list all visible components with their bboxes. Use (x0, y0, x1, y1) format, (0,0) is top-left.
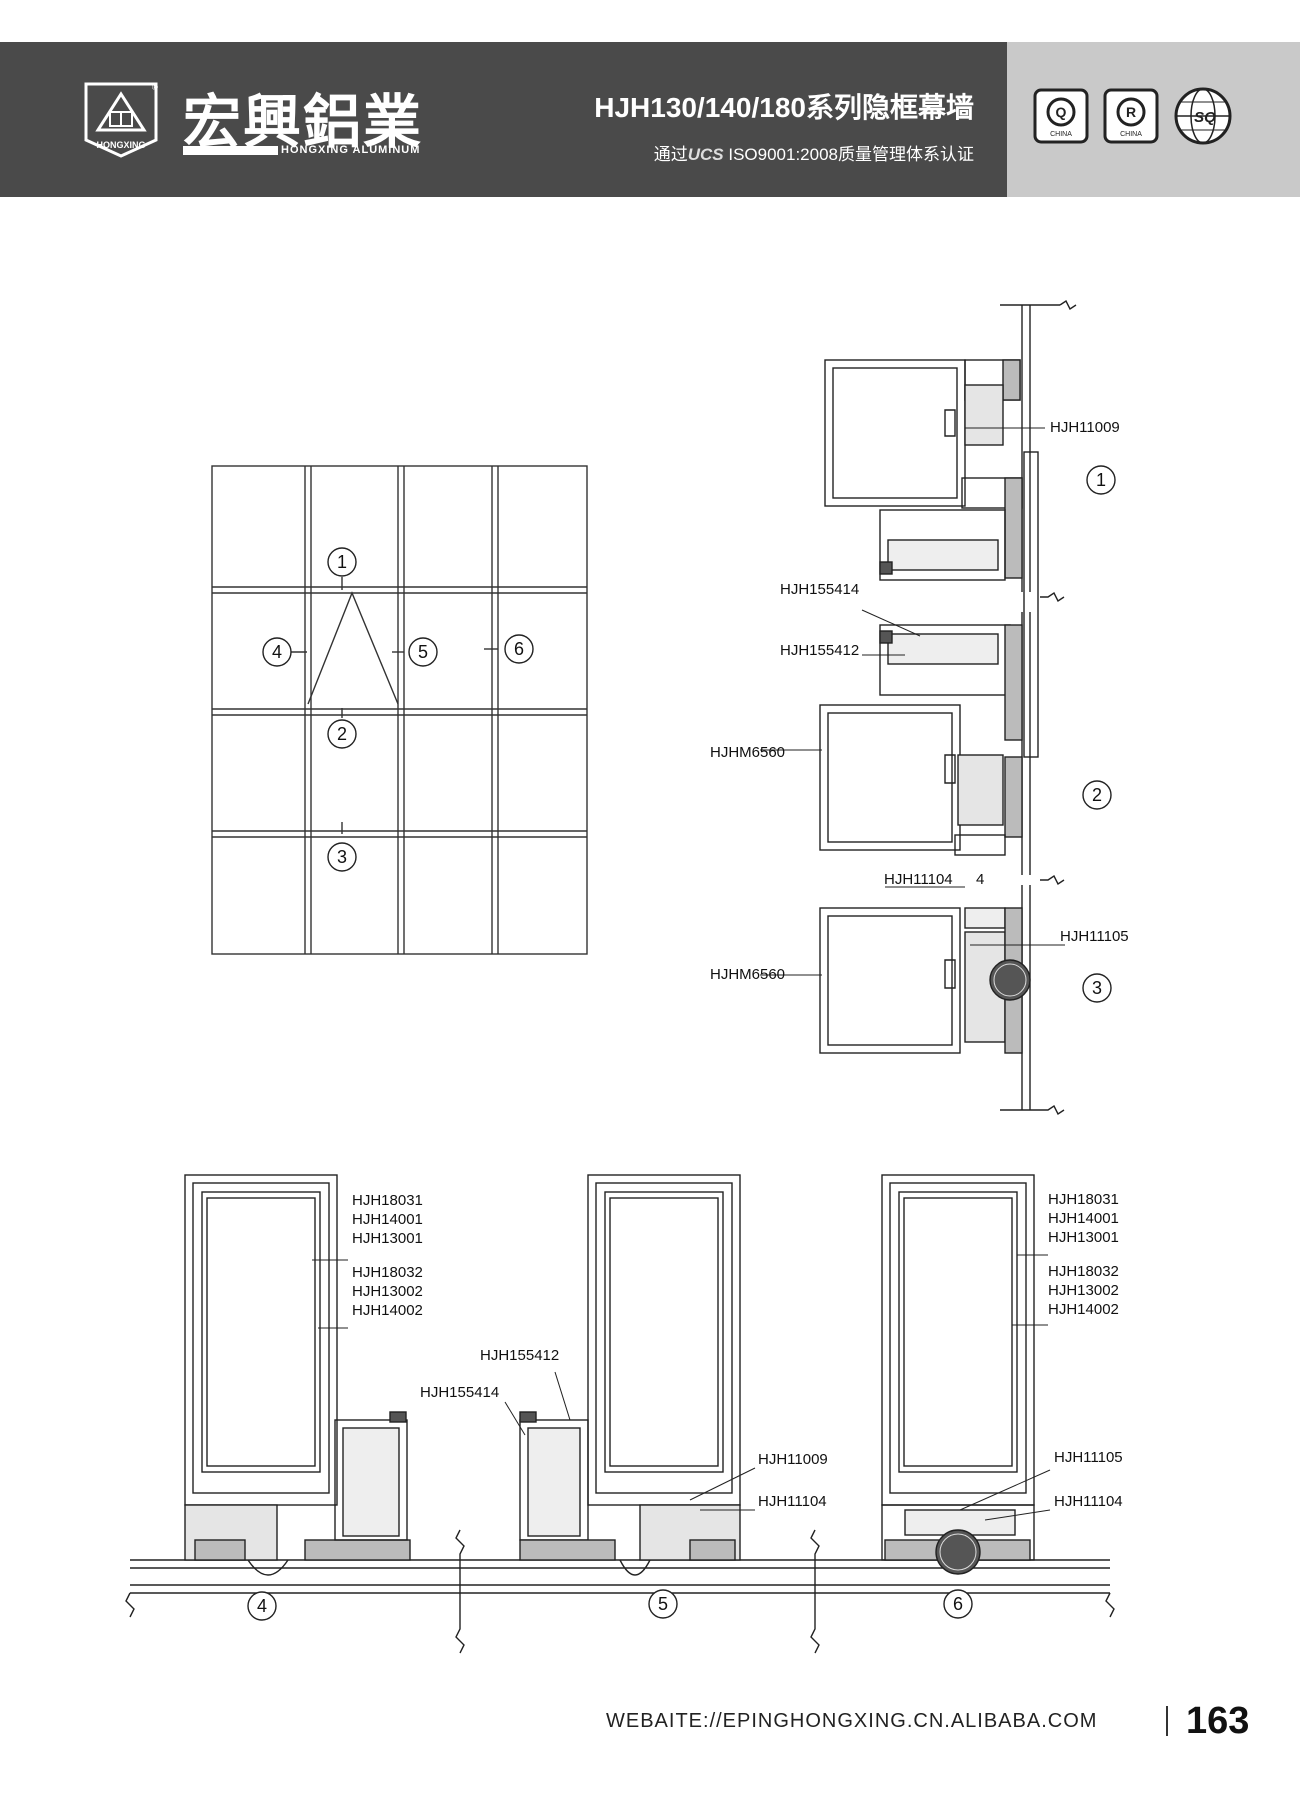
section-marker-4: 4 (247, 1591, 277, 1621)
svg-text:6: 6 (953, 1594, 963, 1614)
svg-text:2: 2 (1092, 785, 1102, 805)
marker-6: 6 (504, 634, 534, 664)
vertical-section-leaders (760, 427, 1065, 976)
label-hjh155412: HJH155412 (780, 642, 859, 659)
svg-text:1: 1 (337, 552, 347, 572)
cert-badges: Q CHINA R CHINA SQ (1033, 87, 1232, 145)
footer-divider (1166, 1706, 1168, 1736)
label-hjhm6560-a: HJHM6560 (710, 744, 785, 761)
section-marker-5: 5 (648, 1589, 678, 1619)
label-hjh11009-h: HJH11009 (758, 1451, 828, 1468)
badge-r-country: CHINA (1120, 131, 1142, 138)
badge-sq: SQ (1194, 109, 1216, 126)
label-hjh11104: HJH11104 (884, 871, 953, 888)
label-hjh14002-a: HJH14002 (352, 1302, 423, 1319)
marker-3: 3 (327, 842, 357, 872)
label-hjh14001-a: HJH14001 (352, 1211, 423, 1228)
cert-mark: UCS (687, 145, 724, 164)
label-hjh18032-b: HJH18032 (1048, 1263, 1119, 1280)
marker-5: 5 (408, 637, 438, 667)
badge-q-country: CHINA (1050, 131, 1072, 138)
page-title: HJH130/140/180系列隐框幕墙 (594, 92, 974, 123)
horizontal-section-leaders (312, 1254, 1051, 1521)
header-banner: HONGXING ® 宏興鋁業 HONGXING ALUMINUM HJH130… (0, 42, 1300, 197)
page-number: 163 (1186, 1700, 1250, 1742)
svg-text:1: 1 (1096, 470, 1106, 490)
svg-text:4: 4 (257, 1596, 267, 1616)
section-marker-3: 3 (1082, 973, 1112, 1003)
company-logo: HONGXING ® (84, 82, 158, 158)
footer-url: WEBAITE://EPINGHONGXING.CN.ALIBABA.COM (606, 1710, 1098, 1732)
svg-text:4: 4 (272, 642, 282, 662)
horizontal-section-markers: 4 5 6 (247, 1589, 973, 1621)
label-hjh155414-h: HJH155414 (420, 1384, 499, 1401)
label-hjh11009: HJH11009 (1050, 419, 1120, 436)
label-hjh13002-a: HJH13002 (352, 1283, 423, 1300)
svg-text:6: 6 (514, 639, 524, 659)
label-hjh11105-h: HJH11105 (1054, 1449, 1123, 1466)
label-hjh155412-h: HJH155412 (480, 1347, 559, 1364)
label-hjhm6560-b: HJHM6560 (710, 966, 785, 983)
vertical-section-labels: HJH11009 HJH155414 HJH155412 HJHM6560 HJ… (710, 419, 1129, 983)
svg-text:5: 5 (658, 1594, 668, 1614)
svg-text:2: 2 (337, 724, 347, 744)
brand-name-cn: 宏興鋁業 (183, 88, 424, 156)
cert-suffix: ISO9001:2008质量管理体系认证 (728, 145, 974, 164)
cert-badge-panel: Q CHINA R CHINA SQ (1007, 42, 1300, 197)
svg-text:3: 3 (337, 847, 347, 867)
elevation-markers: 1 2 3 4 5 6 (262, 547, 534, 872)
label-hjh11105: HJH11105 (1060, 928, 1129, 945)
horizontal-section (125, 1174, 1115, 1654)
badge-r: R (1126, 104, 1136, 120)
vertical-section (819, 299, 1077, 1116)
certification-text: 通过UCS ISO9001:2008质量管理体系认证 (654, 140, 974, 165)
marker-4: 4 (262, 637, 292, 667)
horizontal-section-right-labels: HJH18031 HJH14001 HJH13001 HJH18032 HJH1… (758, 1191, 1123, 1510)
section-marker-2: 2 (1082, 780, 1112, 810)
marker-1: 1 (327, 547, 357, 577)
horizontal-section-left-labels: HJH18031 HJH14001 HJH13001 HJH18032 HJH1… (352, 1192, 559, 1401)
label-hjh14002-b: HJH14002 (1048, 1301, 1119, 1318)
label-hjh11104-h5: HJH11104 (758, 1493, 827, 1510)
cert-prefix: 通过 (653, 145, 688, 164)
vertical-section-markers: 1 2 3 (1082, 465, 1116, 1003)
label-4: 4 (976, 871, 984, 888)
svg-text:3: 3 (1092, 978, 1102, 998)
label-hjh14001-b: HJH14001 (1048, 1210, 1119, 1227)
label-hjh155414: HJH155414 (780, 581, 859, 598)
elevation-grid (211, 465, 588, 955)
section-marker-1: 1 (1086, 465, 1116, 495)
label-hjh18031-a: HJH18031 (352, 1192, 423, 1209)
label-hjh13001-a: HJH13001 (352, 1230, 423, 1247)
marker-2: 2 (327, 719, 357, 749)
badge-q: Q (1056, 104, 1067, 120)
svg-text:5: 5 (418, 642, 428, 662)
label-hjh18031-b: HJH18031 (1048, 1191, 1119, 1208)
label-hjh13002-b: HJH13002 (1048, 1282, 1119, 1299)
label-hjh11104-h6: HJH11104 (1054, 1493, 1123, 1510)
section-marker-6: 6 (943, 1589, 973, 1619)
logo-text: HONGXING (96, 140, 145, 150)
brand-name-en: HONGXING ALUMINUM (281, 144, 421, 156)
label-hjh18032-a: HJH18032 (352, 1264, 423, 1281)
brand-underline (183, 146, 278, 155)
label-hjh13001-b: HJH13001 (1048, 1229, 1119, 1246)
svg-text:®: ® (152, 83, 158, 92)
